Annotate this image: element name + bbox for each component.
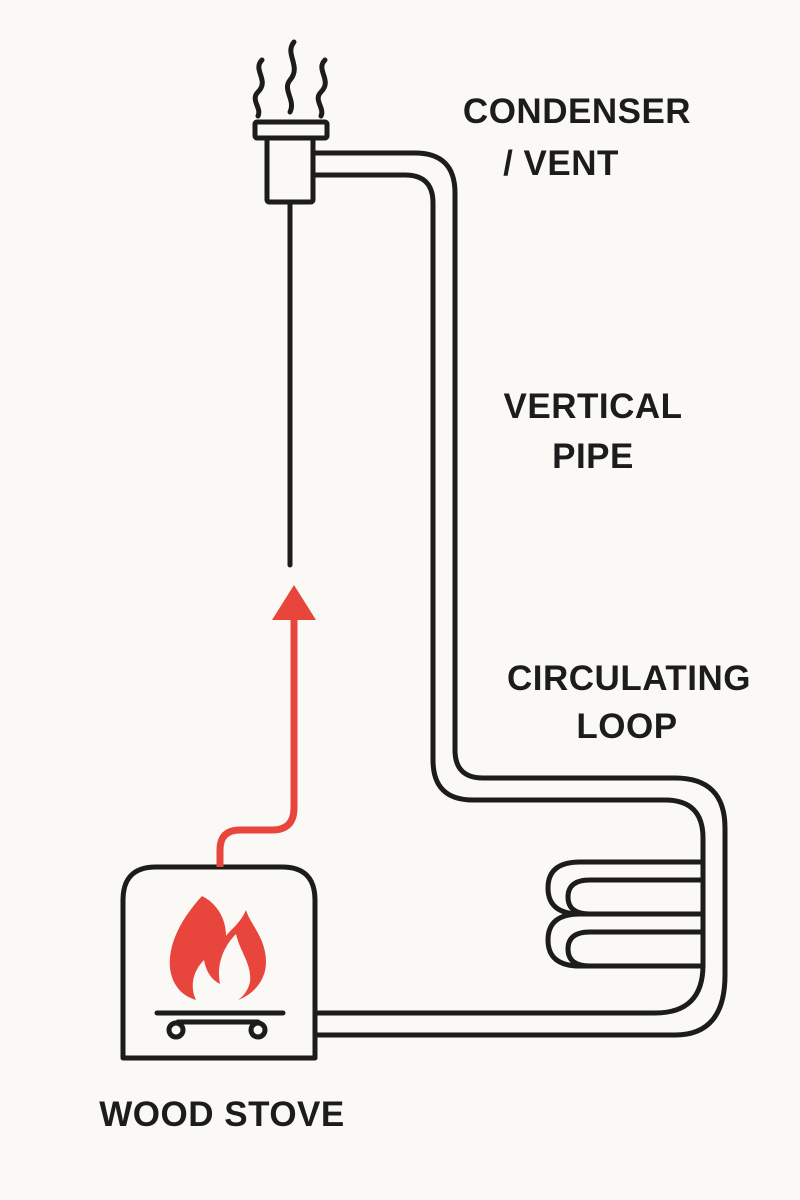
- steam-icon: [252, 39, 328, 119]
- svg-text:LOOP: LOOP: [576, 707, 677, 746]
- vertical-pipe-label: VERTICAL PIPE: [504, 387, 683, 476]
- svg-text:VERTICAL: VERTICAL: [504, 387, 683, 426]
- circulating-loop-label: CIRCULATING LOOP: [507, 659, 751, 746]
- wood-stove-label: WOOD STOVE: [99, 1095, 345, 1134]
- condenser-vent-label: CONDENSER / VENT: [463, 92, 691, 183]
- coil: [545, 859, 706, 969]
- svg-text:CONDENSER: CONDENSER: [463, 92, 691, 131]
- circulating-loop-pipe: [309, 150, 728, 1038]
- condenser-vent: [252, 119, 330, 205]
- svg-text:CIRCULATING: CIRCULATING: [507, 659, 751, 698]
- grate-icon: [154, 1010, 286, 1040]
- heat-flow-arrow-icon: [216, 585, 316, 867]
- svg-text:/ VENT: / VENT: [503, 144, 619, 183]
- flame-icon: [169, 896, 266, 1000]
- svg-text:PIPE: PIPE: [552, 437, 634, 476]
